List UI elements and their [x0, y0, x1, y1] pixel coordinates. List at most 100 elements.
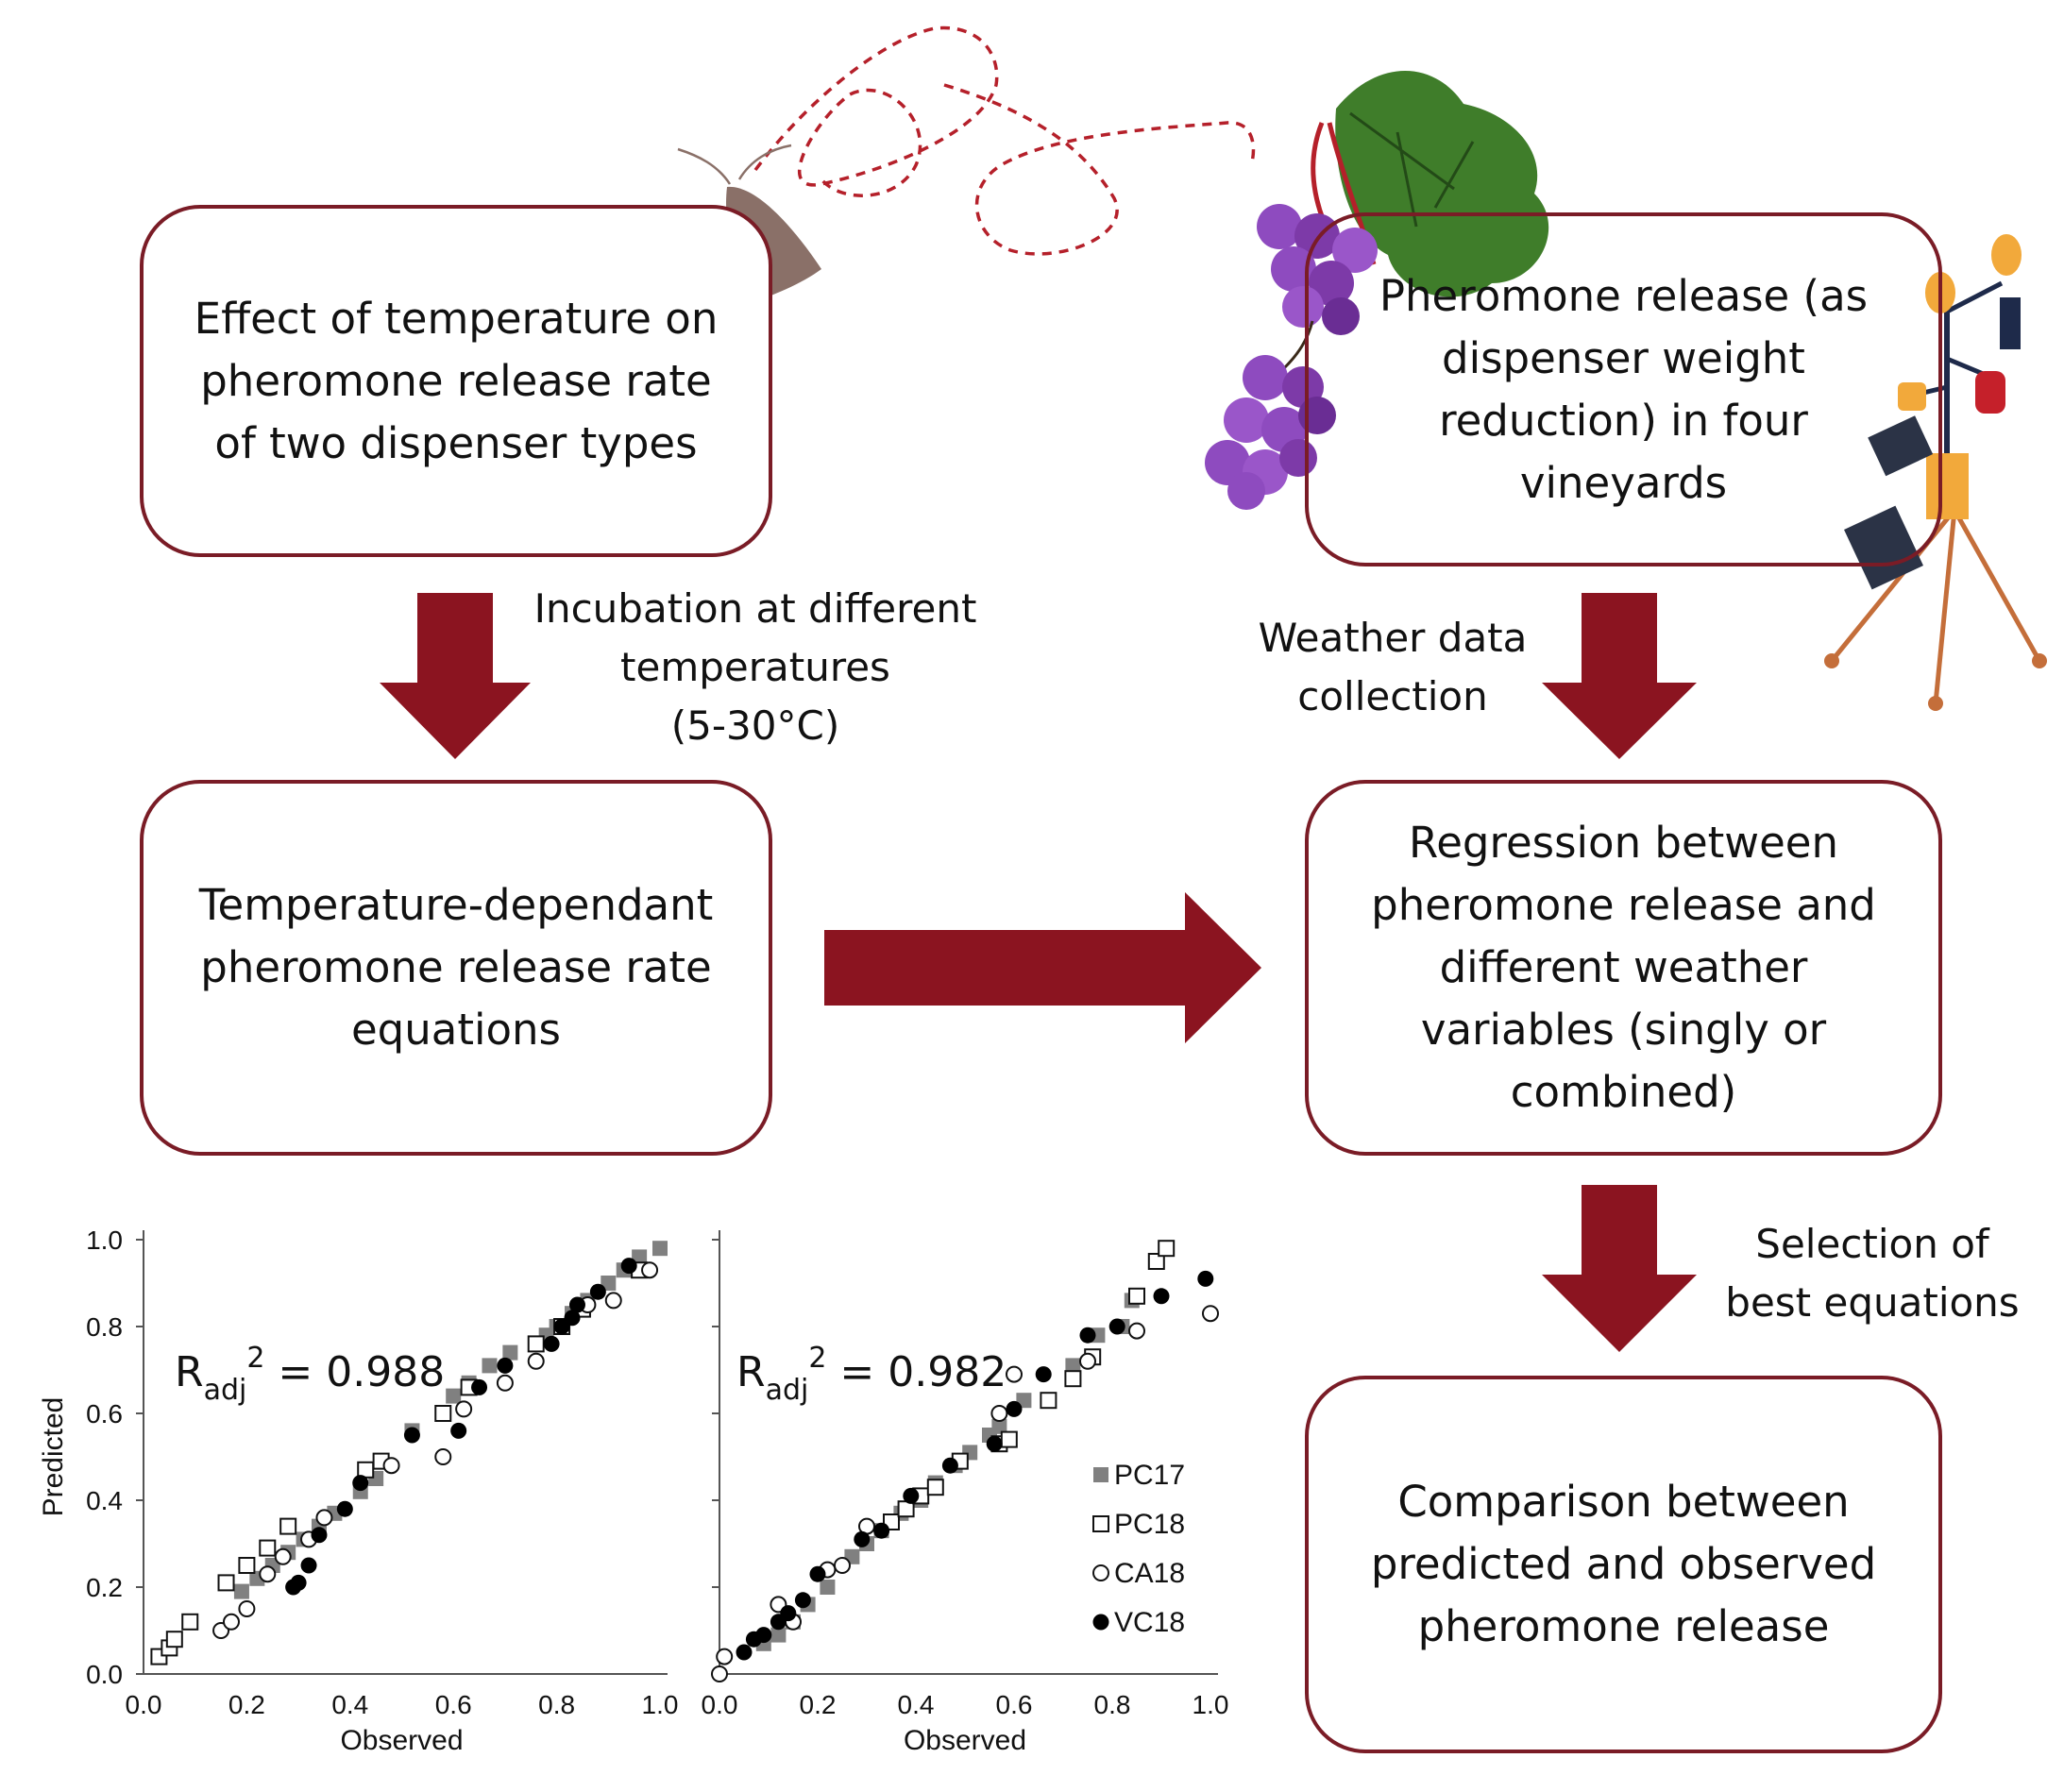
box-text-line: predicted and observed	[1370, 1539, 1877, 1589]
pheromone-release-vineyards-box: Pheromone release (as dispenser weight r…	[1305, 212, 1942, 566]
data-point-ca18	[1202, 1305, 1219, 1323]
data-point-pc18	[1040, 1392, 1057, 1410]
arrow-right-to-regression	[824, 892, 1261, 1043]
box-text-line: pheromone release rate	[200, 942, 712, 992]
data-point-pc18	[181, 1613, 199, 1631]
x-tick-label: 0.0	[126, 1690, 162, 1719]
box-text-line: of two dispenser types	[214, 417, 698, 468]
data-point-pc17	[482, 1358, 498, 1374]
data-point-vc18	[290, 1574, 307, 1591]
y-tick-label: 0.6	[86, 1399, 123, 1429]
weather-label: Weather data collection	[1242, 609, 1544, 726]
box-text-line: pheromone release rate	[200, 355, 712, 406]
data-point-pc17	[820, 1580, 836, 1595]
arrow-down-incubation	[380, 593, 531, 759]
box-text-line: dispenser weight	[1442, 332, 1805, 383]
x-axis-label: Observed	[904, 1725, 1026, 1756]
data-point-pc18	[1128, 1287, 1145, 1305]
data-point-pc18	[1158, 1240, 1176, 1258]
data-point-vc18	[941, 1457, 958, 1474]
data-point-ca18	[711, 1665, 728, 1682]
x-tick-label: 1.0	[642, 1690, 679, 1719]
label-line: temperatures	[620, 644, 890, 690]
data-point-vc18	[620, 1258, 637, 1275]
data-point-pc18	[165, 1631, 183, 1648]
data-point-vc18	[736, 1644, 753, 1661]
data-point-vc18	[568, 1296, 585, 1313]
r2-annotation: Radj2 = 0.988	[175, 1342, 445, 1407]
x-axis-label: Observed	[340, 1725, 463, 1756]
y-axis-label: Predicted	[38, 1397, 69, 1517]
legend-label-pc17: PC17	[1114, 1460, 1185, 1491]
legend-label-vc18: VC18	[1114, 1607, 1185, 1638]
data-point-vc18	[311, 1527, 328, 1544]
box-text-line: combined)	[1510, 1067, 1737, 1117]
x-tick-label: 0.6	[996, 1690, 1033, 1719]
data-point-vc18	[1108, 1318, 1125, 1335]
data-point-pc18	[1000, 1430, 1018, 1448]
data-point-vc18	[755, 1627, 772, 1644]
label-line: collection	[1297, 673, 1488, 719]
data-point-pc18	[1147, 1253, 1165, 1270]
x-tick-label: 1.0	[1193, 1690, 1229, 1719]
data-point-pc18	[926, 1479, 944, 1496]
label-line: Weather data	[1258, 615, 1528, 661]
arrow-down-weather	[1542, 593, 1697, 759]
x-tick-label: 0.8	[538, 1690, 575, 1719]
temperature-equations-box: Temperature-dependant pheromone release …	[140, 780, 772, 1156]
data-point-ca18	[434, 1448, 452, 1465]
data-point-pc17	[770, 1627, 787, 1643]
box-text-line: equations	[351, 1005, 561, 1055]
data-point-vc18	[1006, 1400, 1023, 1417]
box-text-line: reduction) in four	[1439, 395, 1808, 446]
data-point-ca18	[1128, 1322, 1145, 1340]
box-text-line: pheromone release and	[1371, 880, 1876, 930]
data-point-ca18	[382, 1457, 400, 1475]
box-text-line: pheromone release	[1417, 1601, 1830, 1651]
data-point-ca18	[222, 1613, 240, 1631]
data-point-pc18	[527, 1335, 545, 1353]
data-point-pc17	[991, 1418, 1007, 1434]
legend-label-pc18: PC18	[1114, 1509, 1185, 1540]
label-line: best equations	[1725, 1279, 2020, 1326]
data-point-vc18	[300, 1557, 317, 1574]
data-point-vc18	[403, 1427, 420, 1444]
data-point-ca18	[641, 1261, 659, 1279]
legend-marker-ca18	[1092, 1564, 1109, 1581]
label-line: Incubation at different	[533, 585, 977, 632]
x-tick-label: 0.4	[331, 1690, 368, 1719]
data-point-ca18	[274, 1547, 292, 1565]
box-text-line: vineyards	[1519, 457, 1728, 508]
data-point-vc18	[1153, 1288, 1170, 1305]
label-line: Selection of	[1755, 1221, 1989, 1267]
y-tick-label: 1.0	[86, 1226, 123, 1255]
data-point-pc17	[652, 1241, 668, 1257]
box-text-line: Pheromone release (as	[1379, 270, 1869, 321]
y-tick-label: 0.2	[86, 1573, 123, 1602]
data-point-ca18	[990, 1405, 1008, 1422]
data-point-pc18	[238, 1557, 256, 1574]
label-line: (5-30°C)	[670, 702, 840, 749]
data-point-vc18	[352, 1475, 369, 1492]
data-point-ca18	[455, 1400, 473, 1418]
incubation-label: Incubation at different temperatures (5-…	[524, 580, 987, 755]
data-point-ca18	[834, 1557, 851, 1574]
x-tick-label: 0.0	[702, 1690, 738, 1719]
r2-annotation: Radj2 = 0.982	[736, 1342, 1007, 1407]
data-point-vc18	[1197, 1270, 1214, 1287]
data-point-pc18	[217, 1574, 235, 1592]
data-point-ca18	[1079, 1352, 1096, 1370]
data-point-vc18	[903, 1487, 920, 1504]
data-point-pc17	[1065, 1358, 1081, 1374]
data-point-vc18	[497, 1357, 514, 1374]
legend-marker-pc18	[1092, 1515, 1109, 1532]
data-point-ca18	[527, 1352, 545, 1370]
data-point-vc18	[809, 1565, 826, 1582]
selection-label: Selection of best equations	[1707, 1215, 2038, 1332]
arrow-down-selection	[1542, 1185, 1697, 1352]
box-text-line: Regression between	[1408, 818, 1839, 868]
data-point-ca18	[496, 1374, 514, 1392]
data-point-vc18	[450, 1422, 467, 1439]
